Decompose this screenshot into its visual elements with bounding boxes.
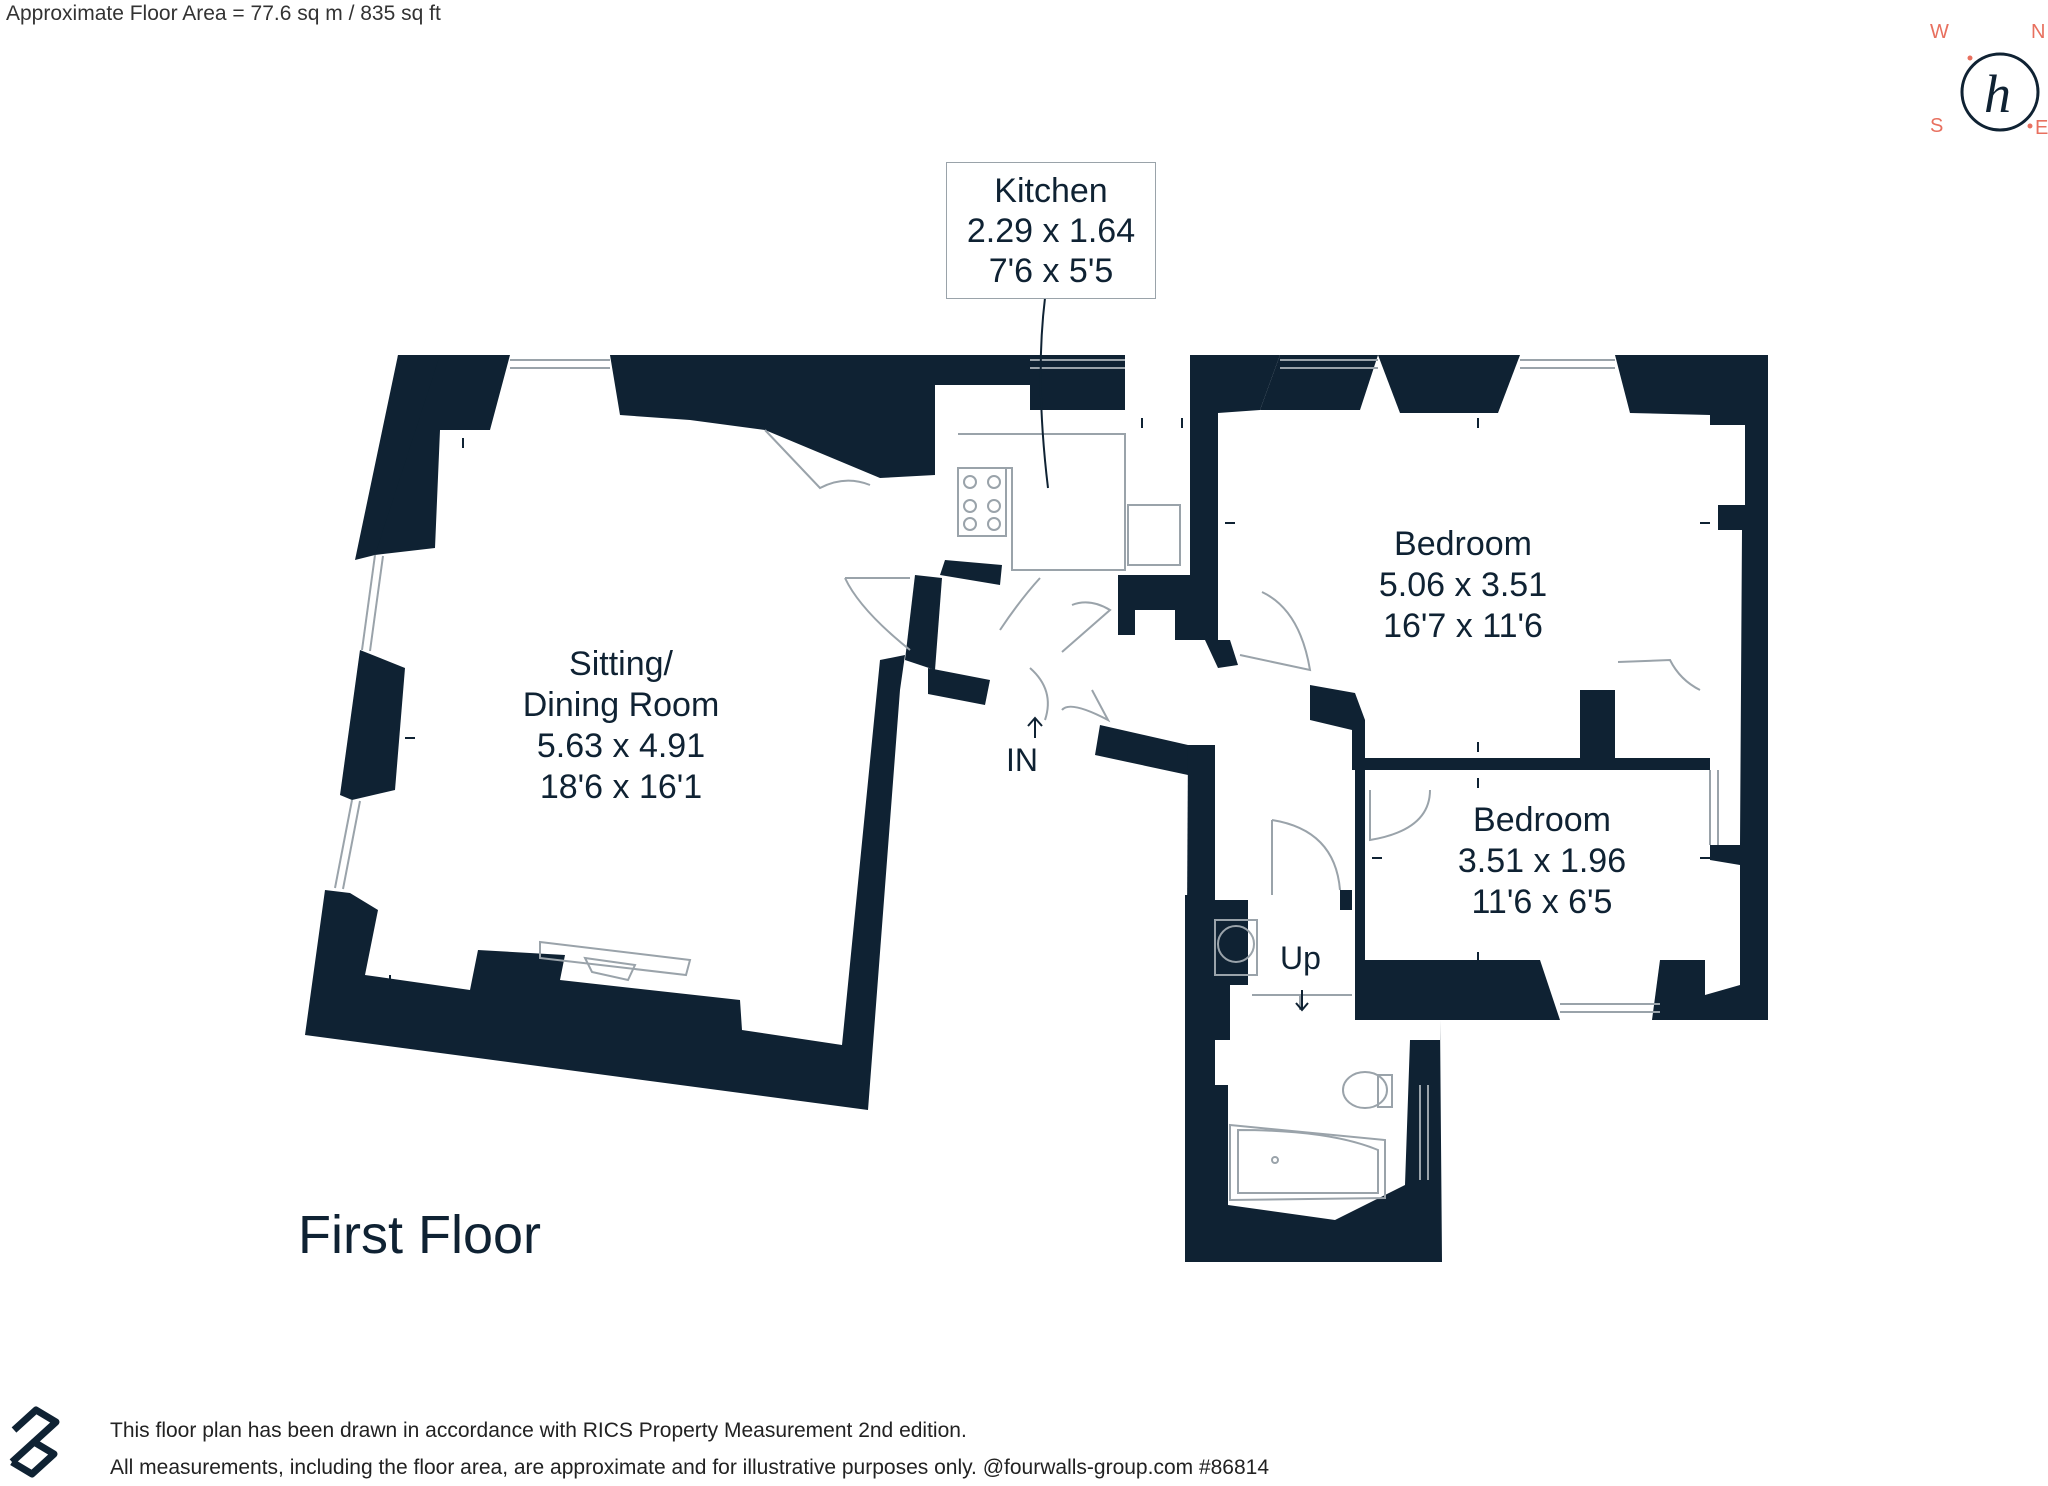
sitting-room-wall-right — [905, 575, 942, 670]
sitting-room-name-2: Dining Room — [522, 686, 720, 724]
sitting-room-name-1: Sitting/ — [569, 645, 673, 683]
bedroom-lower-right — [1652, 960, 1705, 1020]
ticks — [389, 418, 1710, 985]
compass-n: N — [2031, 21, 2045, 43]
kitchen-name: Kitchen — [994, 171, 1108, 210]
footer-disclaimer: This floor plan has been drawn in accord… — [110, 1412, 1269, 1486]
kitchen-wall-lower — [1118, 575, 1190, 640]
footer-line-2: All measurements, including the floor ar… — [110, 1456, 1270, 1479]
kitchen-wall-left — [940, 560, 1002, 585]
entrance-label: IN — [1006, 742, 1038, 778]
floor-title: First Floor — [298, 1205, 541, 1265]
bathroom-wall — [1185, 895, 1442, 1262]
bedroom-wall-top-right — [1615, 355, 1768, 1020]
washbasin — [1217, 925, 1255, 963]
sitting-room-wall-top-mid — [610, 355, 1030, 478]
sitting-room-imperial: 18'6 x 16'1 — [539, 768, 703, 806]
kitchen-wall-top — [1030, 355, 1125, 410]
compass-dot — [2027, 123, 2033, 129]
bedroom-2-metric: 3.51 x 1.96 — [1457, 842, 1627, 880]
walls — [305, 355, 1768, 1262]
sitting-room-label: Sitting/ Dining Room 5.63 x 4.91 18'6 x … — [510, 644, 732, 808]
bedroom-wall-inner — [1205, 640, 1238, 668]
compass-s: S — [1930, 115, 1943, 137]
floor-area-note: Approximate Floor Area = 77.6 sq m / 835… — [6, 2, 441, 25]
kitchen-imperial: 7'6 x 5'5 — [988, 251, 1114, 290]
entrance-wall-right — [1095, 725, 1188, 775]
landing-wall-mid — [1340, 890, 1352, 910]
compass-logo-letter: h — [1984, 64, 2011, 124]
kitchen-sink — [1127, 504, 1181, 566]
bedroom-divider — [1310, 685, 1710, 1020]
compass-dot — [1967, 55, 1973, 61]
stairs-label: Up — [1280, 940, 1321, 976]
bedroom-2-label: Bedroom 3.51 x 1.96 11'6 x 6'5 — [1437, 800, 1647, 923]
bedroom-1-name: Bedroom — [1394, 525, 1532, 563]
bedroom-1-metric: 5.06 x 3.51 — [1378, 566, 1548, 604]
windows — [334, 359, 1719, 1180]
sitting-room-wall-left-upper — [355, 355, 440, 560]
stairs-arrow — [1295, 990, 1309, 1012]
fireplace — [539, 940, 692, 977]
compass-w: W — [1930, 21, 1949, 43]
compass-e: E — [2035, 117, 2048, 139]
kitchen-metric: 2.29 x 1.64 — [966, 211, 1136, 250]
arrows — [1027, 297, 1309, 1012]
bedroom-2-name: Bedroom — [1473, 801, 1611, 839]
bedroom-1-label: Bedroom 5.06 x 3.51 16'7 x 11'6 — [1358, 524, 1568, 647]
compass: W N S E h — [1908, 20, 2048, 145]
entrance-arrow — [1027, 716, 1043, 738]
bedroom-2-imperial: 11'6 x 6'5 — [1471, 883, 1613, 921]
bedroom-wall-left — [1190, 410, 1218, 640]
fourwalls-logo-icon — [9, 1406, 60, 1478]
bedroom-1-imperial: 16'7 x 11'6 — [1383, 607, 1543, 645]
bathtub — [1229, 1123, 1386, 1202]
sitting-room-wall-left-lower — [305, 655, 905, 1110]
fixtures — [539, 433, 1393, 1202]
compass-ring — [1960, 52, 2040, 132]
doors — [764, 429, 1701, 891]
bedroom-wall-top-left — [1260, 355, 1378, 410]
kitchen-leader — [1039, 297, 1049, 489]
kitchen-label: Kitchen 2.29 x 1.64 7'6 x 5'5 — [946, 162, 1156, 299]
bedroom-closet-wall — [1580, 690, 1615, 758]
sitting-room-metric: 5.63 x 4.91 — [536, 727, 706, 765]
entrance-wall-left — [928, 668, 990, 705]
toilet — [1342, 1071, 1388, 1109]
bedroom-wall-top-mid — [1378, 355, 1520, 413]
sitting-room-wall-left-mid — [340, 650, 405, 800]
footer-line-1: This floor plan has been drawn in accord… — [110, 1419, 967, 1442]
